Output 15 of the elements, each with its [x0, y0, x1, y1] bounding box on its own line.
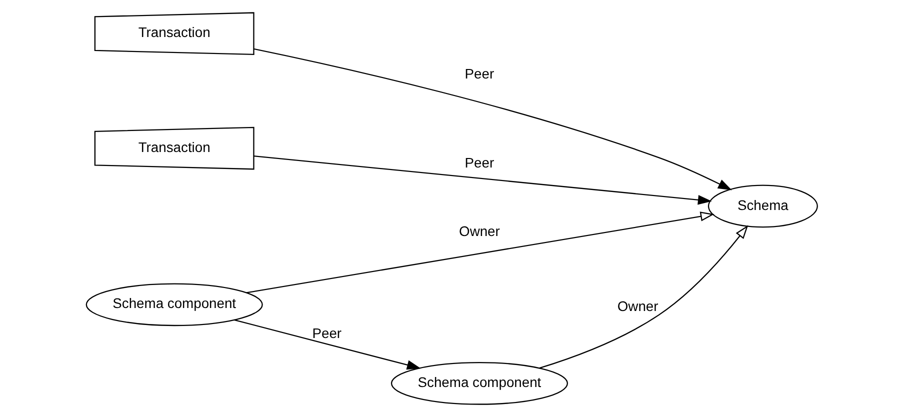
- edge-label: Peer: [312, 324, 342, 341]
- edge-label: Owner: [616, 298, 658, 314]
- node-ellipse: Schema: [707, 184, 818, 228]
- arrow: [253, 48, 732, 190]
- arrow: [246, 212, 714, 294]
- node-box: Transaction: [94, 12, 254, 56]
- edge-label: Peer: [464, 65, 494, 82]
- edge-label: Peer: [464, 154, 494, 170]
- arrow: [538, 225, 748, 369]
- node-box: Transaction: [94, 126, 254, 170]
- node-ellipse: Schema component: [390, 362, 568, 405]
- arrow: [253, 155, 712, 205]
- arrow: [234, 319, 420, 370]
- edge-label: Owner: [458, 222, 500, 239]
- node-ellipse: Schema component: [85, 283, 262, 326]
